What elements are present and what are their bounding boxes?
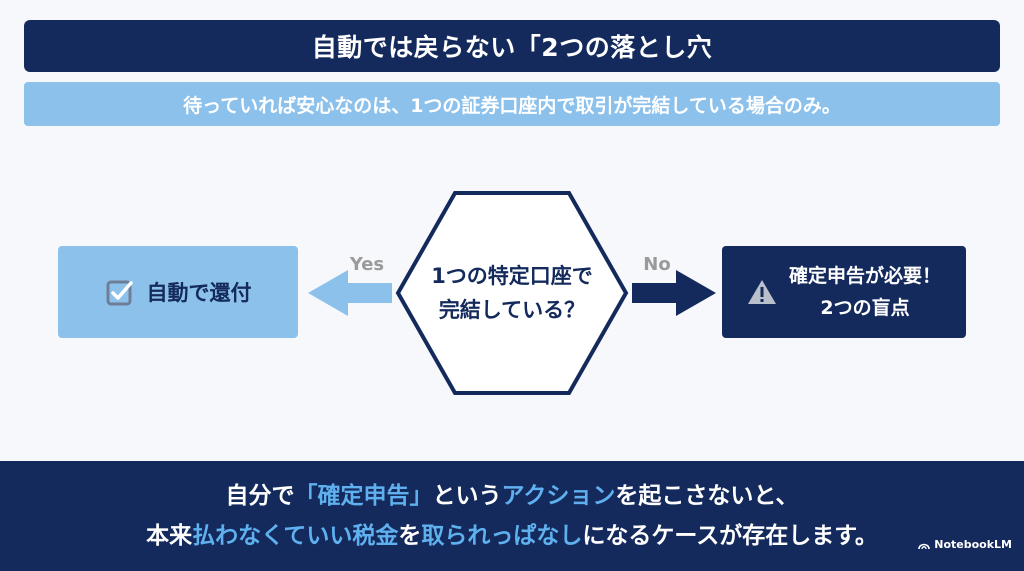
brand-name: NotebookLM (934, 538, 1012, 551)
footer-2-seg-2: 払わなくていい税金 (192, 523, 399, 549)
footer-2-seg-1: 本来 (146, 523, 193, 549)
checkbox-icon (106, 280, 133, 306)
subtitle-banner: 待っていれば安心なのは、1つの証券口座内で取引が完結している場合のみ。 (24, 82, 1000, 126)
decision-line-1: 1つの特定口座で (431, 264, 593, 288)
footer-line-2: 本来払わなくていい税金を取られっぱなしになるケースが存在します。 (146, 516, 878, 556)
footer-banner: 自分で「確定申告」というアクションを起こさないと、 本来払わなくていい税金を取ら… (0, 461, 1024, 571)
brand-watermark: NotebookLM (918, 525, 1012, 565)
decision-question: 1つの特定口座で 完結している？ (400, 258, 624, 328)
decision-hexagon (395, 191, 629, 395)
auto-refund-box: 自動で還付 (58, 246, 298, 338)
tax-return-box: 確定申告が必要！ 2つの盲点 (722, 246, 966, 338)
footer-1-seg-1: 自分で (225, 483, 295, 509)
tax-return-line-1: 確定申告が必要！ (788, 265, 941, 287)
footer-2-seg-5: になるケースが存在します。 (582, 523, 878, 549)
footer-2-seg-3: を (398, 523, 422, 549)
yes-label: Yes (349, 254, 385, 275)
footer-1-seg-5: を起こさないと、 (615, 483, 799, 509)
warning-icon (747, 280, 776, 304)
no-label: No (643, 254, 671, 275)
page-title: 自動では戻らない「2つの落とし穴 (311, 33, 713, 62)
footer-line-1: 自分で「確定申告」というアクションを起こさないと、 (226, 476, 799, 516)
auto-refund-label: 自動で還付 (146, 281, 252, 305)
title-banner: 自動では戻らない「2つの落とし穴 (24, 20, 1000, 72)
footer-1-seg-2: 「確定申告」 (294, 483, 433, 509)
notebooklm-logo-icon (918, 543, 931, 550)
footer-1-seg-4: アクション (501, 483, 616, 509)
decision-line-2: 完結している？ (438, 298, 586, 322)
no-arrow (632, 270, 716, 316)
yes-arrow (308, 270, 392, 316)
footer-2-seg-4: 取られっぱなし (421, 523, 583, 549)
page-subtitle: 待っていれば安心なのは、1つの証券口座内で取引が完結している場合のみ。 (183, 94, 841, 117)
footer-1-seg-3: という (432, 483, 502, 509)
tax-return-line-2: 2つの盲点 (820, 297, 910, 319)
